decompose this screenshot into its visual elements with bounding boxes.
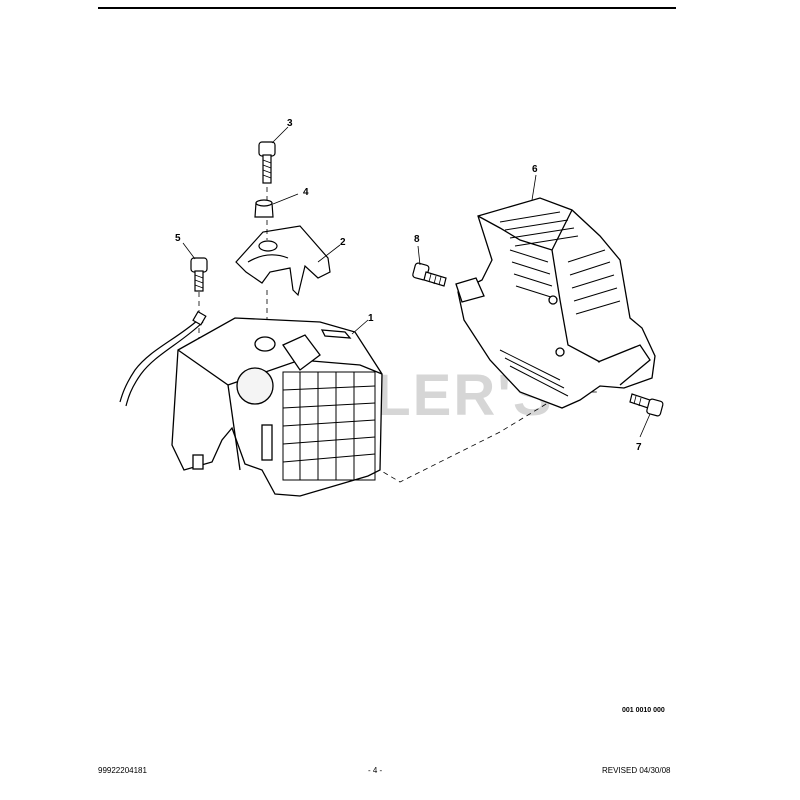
part-8-screw <box>412 262 447 287</box>
callout-3: 3 <box>287 118 293 129</box>
part-7-screw <box>629 393 664 417</box>
callout-7: 7 <box>636 442 642 453</box>
footer-page-number: - 4 - <box>368 766 383 775</box>
cover-grille <box>282 371 376 481</box>
ignition-wire <box>119 310 207 407</box>
part-3-screw <box>258 141 276 184</box>
leader-1 <box>351 319 369 335</box>
callout-8: 8 <box>414 234 420 245</box>
callout-5: 5 <box>175 233 181 244</box>
top-rule <box>98 7 676 9</box>
footer-part-number: 99922204181 <box>98 766 147 775</box>
leader-4 <box>272 193 299 205</box>
part-1-engine-cover <box>171 317 383 497</box>
leader-2 <box>317 244 341 263</box>
leader-3 <box>271 126 289 144</box>
part-5-screw <box>190 257 208 292</box>
leader-7 <box>639 413 651 438</box>
footer-revised-date: REVISED 04/30/08 <box>602 766 671 775</box>
leader-5 <box>182 242 196 260</box>
part-4-grommet <box>254 199 274 218</box>
leader-6 <box>531 174 537 201</box>
part-2-bracket <box>235 225 331 297</box>
shield-vents <box>499 211 621 397</box>
part-6-shield <box>455 197 656 409</box>
callout-4: 4 <box>303 187 309 198</box>
drawing-code: 001 0010 000 <box>622 707 665 714</box>
callout-1: 1 <box>368 313 374 324</box>
callout-6: 6 <box>532 164 538 175</box>
callout-2: 2 <box>340 237 346 248</box>
leader-8 <box>417 245 421 266</box>
